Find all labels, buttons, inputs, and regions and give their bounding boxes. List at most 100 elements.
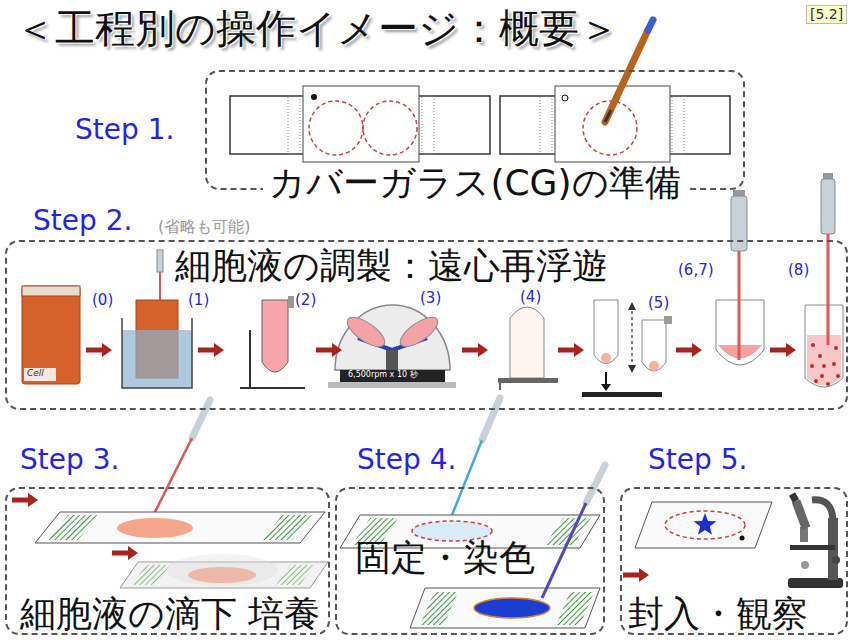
water-bath-part bbox=[157, 250, 163, 272]
pipette-suspension-part bbox=[832, 362, 836, 366]
cell-bag-part bbox=[22, 286, 80, 296]
callout-number: (4) bbox=[520, 289, 541, 306]
pencil-part bbox=[605, 110, 611, 122]
callout-number: (6,7) bbox=[678, 262, 714, 279]
tube-rack-part bbox=[249, 330, 251, 388]
slide-right-part bbox=[672, 96, 684, 154]
process-arrows-part bbox=[198, 343, 224, 357]
process-arrows-part bbox=[623, 568, 649, 582]
tube-tapping-part bbox=[582, 392, 662, 397]
pipette-suspension-part bbox=[807, 335, 841, 386]
pipette-suspension-part bbox=[834, 346, 838, 350]
microscope-part bbox=[792, 494, 796, 501]
process-arrows bbox=[12, 343, 796, 582]
pipette-suspension-part bbox=[826, 382, 830, 386]
water-bath-part bbox=[122, 318, 192, 388]
slide-right-part bbox=[562, 95, 568, 101]
centrifuge-part bbox=[335, 305, 450, 370]
microscope-part bbox=[796, 501, 806, 528]
pipette-suspension-part bbox=[836, 374, 840, 378]
pipette-mixing bbox=[716, 190, 764, 365]
process-arrows-part bbox=[316, 343, 342, 357]
slide-drop-part bbox=[262, 515, 312, 540]
step-heading: カバーガラス(CG)の準備 bbox=[263, 163, 686, 203]
tube-tapping-part bbox=[642, 320, 666, 371]
step-label: Step 2. bbox=[33, 206, 132, 237]
step-label: Step 1. bbox=[75, 115, 174, 146]
pipette-suspension bbox=[805, 173, 843, 387]
tube-rack-part bbox=[288, 296, 294, 308]
cell-bag-part bbox=[22, 286, 80, 384]
microscope-part bbox=[812, 500, 833, 520]
slide-culture-part bbox=[132, 565, 170, 585]
slide-drop bbox=[35, 512, 325, 543]
step-panel: Step 4.固定・染色 bbox=[335, 487, 605, 635]
pipette-mixing-part bbox=[738, 251, 741, 360]
tube-upright-part bbox=[499, 383, 501, 390]
process-arrows-part bbox=[86, 343, 112, 357]
pipette-stain-part bbox=[542, 503, 586, 598]
centrifuge-setting: 6,500rpm x 10 秒 bbox=[348, 371, 418, 380]
pipette-suspension-part bbox=[822, 364, 826, 368]
microscope-part bbox=[790, 545, 835, 550]
microscope bbox=[788, 494, 843, 588]
slide-mounted-part bbox=[694, 513, 717, 535]
pipette-suspension-part bbox=[814, 379, 818, 383]
tube-tapping-part bbox=[628, 302, 636, 310]
slide-left bbox=[230, 86, 490, 162]
pipette-drop bbox=[152, 400, 210, 518]
slide-stain-part bbox=[420, 592, 458, 625]
slide-culture-part bbox=[166, 554, 278, 586]
slide-mounted bbox=[635, 502, 772, 548]
tube-tapping-part bbox=[628, 365, 636, 373]
centrifuge-part bbox=[386, 350, 398, 370]
pipette-suspension-part bbox=[810, 364, 814, 368]
callout-number: (2) bbox=[295, 292, 316, 309]
tube-rack bbox=[240, 296, 305, 388]
cell-bag-part bbox=[24, 368, 56, 381]
callout-number: (3) bbox=[420, 290, 441, 307]
microscope-part bbox=[832, 556, 840, 564]
tube-tapping-part bbox=[649, 361, 659, 371]
process-arrows-part bbox=[462, 343, 488, 357]
step-heading: 固定・染色 bbox=[355, 538, 535, 578]
step-label: Step 5. bbox=[648, 445, 747, 476]
slide-left-part bbox=[288, 96, 300, 154]
step-panel: Step 5.封入・観察 bbox=[620, 487, 848, 635]
slide-mounted-part bbox=[740, 536, 745, 541]
pipette-suspension-part bbox=[820, 374, 824, 378]
slide-mounted-part bbox=[665, 511, 745, 539]
pipette-drop-part bbox=[152, 438, 192, 518]
step-label: Step 4. bbox=[357, 445, 456, 476]
slide-drop-part bbox=[117, 518, 193, 538]
pipette-suspension-part bbox=[811, 343, 815, 347]
pipette-fix bbox=[450, 398, 500, 520]
pipette-suspension-part bbox=[821, 179, 835, 234]
tube-tapping bbox=[582, 300, 672, 397]
slide-left-part bbox=[363, 101, 417, 155]
microscope-part bbox=[800, 527, 808, 542]
pipette-suspension-part bbox=[823, 173, 833, 179]
step-panel: Step 2.(省略も可能)細胞液の調製：遠心再浮遊 bbox=[5, 240, 848, 410]
centrifuge-part bbox=[396, 312, 442, 352]
page-title: ＜工程別の操作イメージ：概要＞ bbox=[15, 6, 619, 50]
slide-left-part bbox=[311, 94, 317, 100]
bag-label: Cell bbox=[27, 369, 44, 379]
water-bath-part bbox=[122, 330, 192, 388]
slide-right-part bbox=[555, 86, 670, 162]
step-heading: 封入・観察 bbox=[628, 594, 808, 634]
slide-left-part bbox=[422, 96, 434, 154]
callout-number: (8) bbox=[788, 262, 809, 279]
process-arrows-part bbox=[112, 546, 138, 560]
slide-culture bbox=[120, 554, 328, 588]
slide-stain-part bbox=[410, 588, 600, 628]
tube-upright bbox=[498, 307, 558, 390]
tube-tapping-part bbox=[601, 384, 611, 391]
tube-tapping-part bbox=[601, 353, 611, 363]
centrifuge-part bbox=[343, 312, 389, 352]
slide-drop-part bbox=[35, 512, 325, 543]
slide-stain bbox=[410, 588, 600, 628]
tube-tapping-part bbox=[631, 305, 632, 370]
callout-number: (5) bbox=[648, 295, 669, 312]
